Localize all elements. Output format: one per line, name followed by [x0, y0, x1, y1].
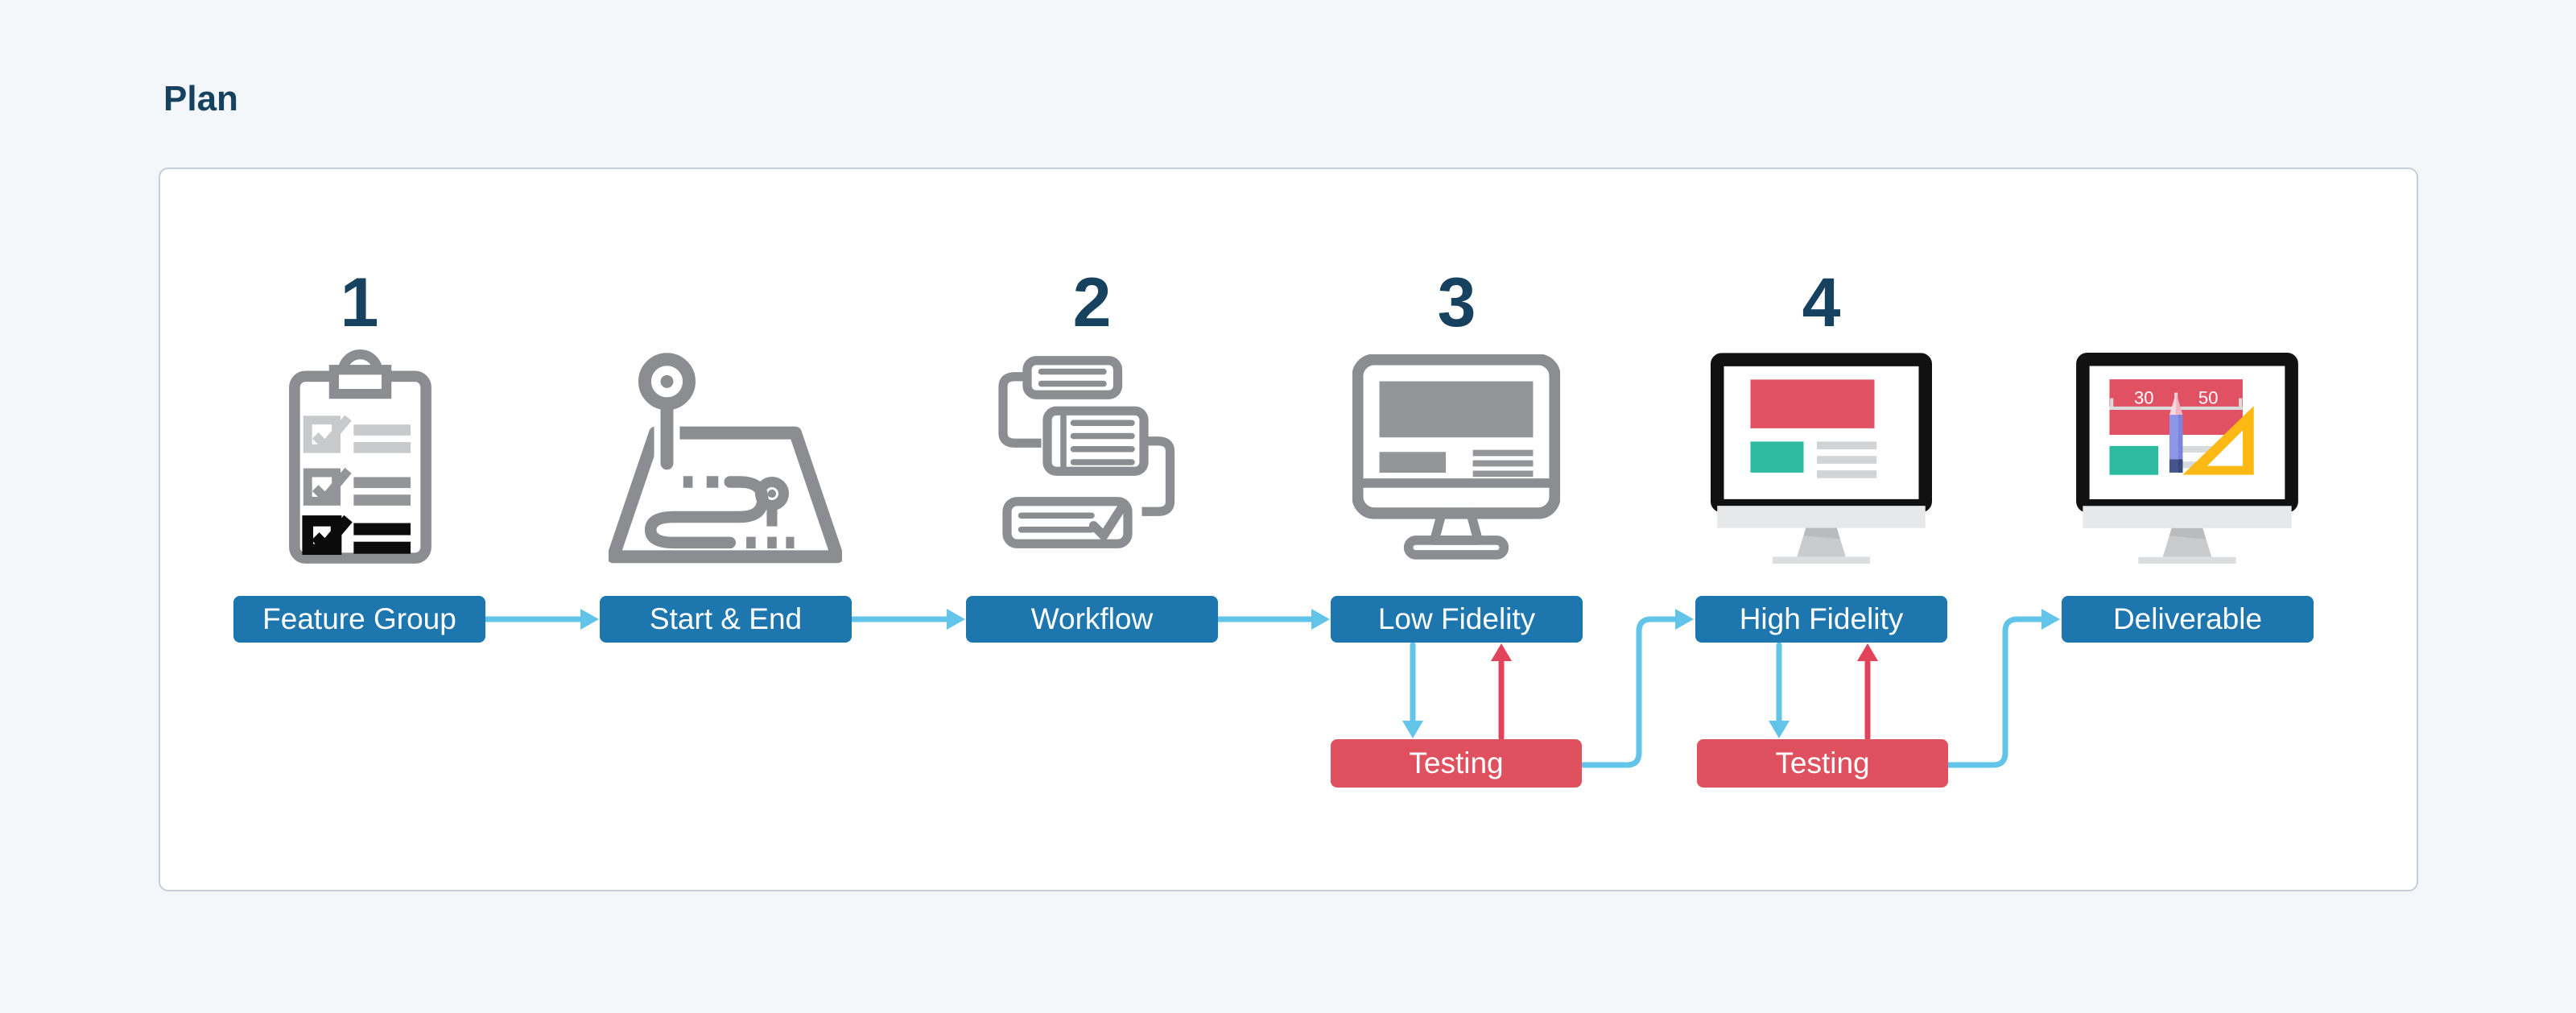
pencil-icon: [2169, 392, 2183, 473]
step-box-start-end: Start & End: [600, 596, 852, 643]
workflow-cards-icon: [998, 356, 1175, 548]
mockup-monitor-icon: [1711, 353, 1932, 564]
measure-right-label: 50: [2198, 387, 2219, 407]
step-box-workflow: Workflow: [966, 596, 1218, 643]
measure-left-label: 30: [2134, 387, 2154, 407]
step-label: Low Fidelity: [1377, 602, 1536, 635]
clipboard-checklist-icon: [289, 349, 431, 564]
wireframe-monitor-icon: [1352, 354, 1560, 560]
step-box-high-fidelity: High Fidelity: [1695, 596, 1947, 643]
page-title: Plan: [163, 79, 238, 118]
testing-label: Testing: [1409, 746, 1504, 779]
step-label: High Fidelity: [1739, 602, 1904, 635]
testing-box-lowfi: Testing: [1331, 739, 1582, 788]
diagram-card: [159, 167, 2418, 891]
set-square-icon: [2182, 406, 2254, 475]
step-number-2: 2: [1072, 264, 1112, 341]
step-box-deliverable: Deliverable: [2062, 596, 2314, 643]
step-box-low-fidelity: Low Fidelity: [1331, 596, 1583, 643]
step-number-4: 4: [1802, 264, 1841, 341]
step-label: Start & End: [649, 602, 803, 635]
step-number-3: 3: [1437, 264, 1476, 341]
step-label: Workflow: [1030, 602, 1154, 635]
testing-box-highfi: Testing: [1697, 739, 1948, 788]
design-tools-monitor-icon: 30 50: [2076, 353, 2298, 564]
step-number-1: 1: [340, 264, 379, 341]
step-box-feature-group: Feature Group: [233, 596, 485, 643]
testing-label: Testing: [1775, 746, 1870, 779]
map-route-icon: [609, 353, 842, 564]
step-label: Deliverable: [2112, 602, 2263, 635]
step-label: Feature Group: [262, 602, 456, 635]
